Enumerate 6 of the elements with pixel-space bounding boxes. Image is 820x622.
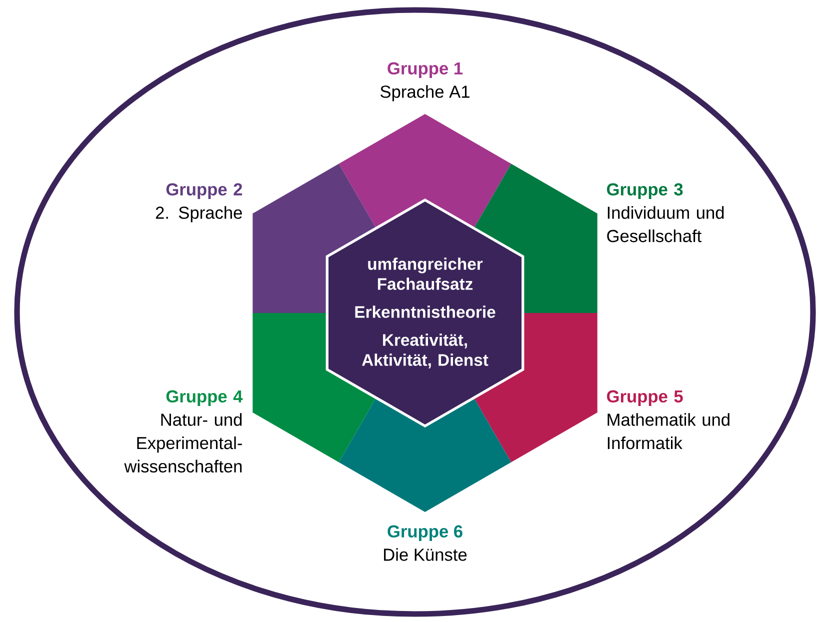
group-label: Gruppe 4 Natur- und Experimental-wissenschaften (124, 390, 243, 473)
group-label: Gruppe 3 Individuum und Gesellschaft (606, 183, 724, 242)
group-label: Gruppe 5 Mathematik und Informatik (606, 390, 730, 450)
group-label: Gruppe 2 2. Sprache (156, 183, 242, 222)
group-label: Gruppe 1 Sprache A1 (380, 62, 470, 102)
group-label: Gruppe 6 Die Künste (384, 525, 467, 561)
